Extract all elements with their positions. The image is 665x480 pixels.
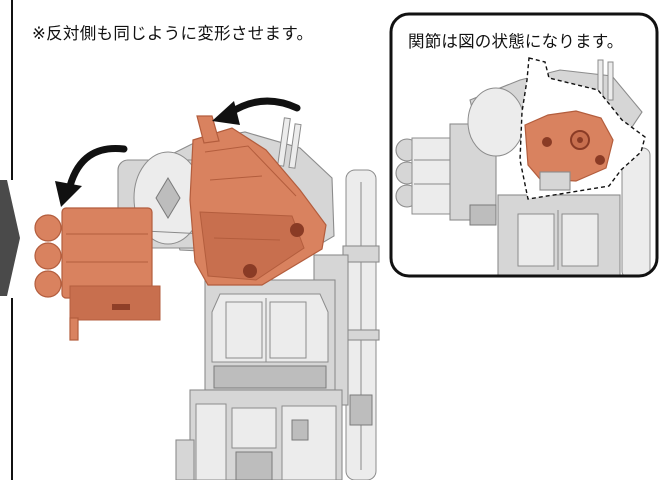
robot-antennas <box>277 117 302 169</box>
curved-arrow-down-icon <box>55 144 128 207</box>
orange-armor-plate <box>189 115 327 286</box>
robot-pillar <box>342 169 380 480</box>
instruction-note: ※反対側も同じように変形させます。 <box>32 24 314 43</box>
callout-orange-joint <box>524 110 614 191</box>
shoulder-emblem-icon <box>155 177 181 219</box>
robot-lower-body <box>175 389 343 480</box>
chevron-right-marker-icon <box>0 180 20 296</box>
page-edge-marker <box>0 0 20 480</box>
callout-box <box>389 12 659 278</box>
main-robot-figure <box>34 97 380 480</box>
robot-torso <box>204 279 336 391</box>
plate-hole-upper <box>290 223 304 237</box>
orange-fist-part <box>34 207 161 341</box>
callout-caption: 関節は図の状態になります。 <box>408 32 624 51</box>
curved-arrow-left-icon <box>212 97 301 125</box>
callout-border <box>389 12 659 278</box>
plate-hole-lower <box>243 264 257 278</box>
